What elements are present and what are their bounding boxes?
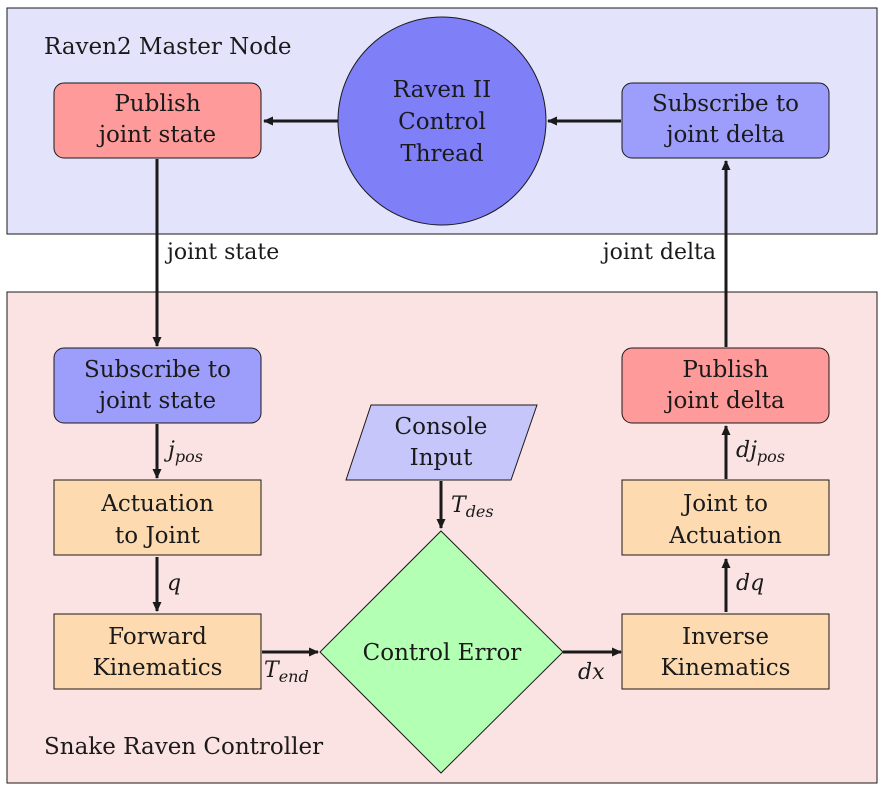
svg-text:Control: Control [398,109,486,135]
svg-text:Control Error: Control Error [363,640,522,666]
joint-to-actuation-node: Joint to Actuation [621,479,830,556]
svg-text:Raven II: Raven II [393,77,491,103]
control-thread-node: Raven II Control Thread [337,16,547,226]
forward-kinematics-node: Forward Kinematics [53,613,262,690]
actuation-to-joint-node: Actuation to Joint [53,479,262,556]
svg-text:Subscribe to: Subscribe to [84,357,231,383]
svg-text:Forward: Forward [108,624,207,650]
svg-text:Input: Input [410,445,473,471]
svg-text:joint state: joint state [96,122,216,148]
console-input-node: Console Input [345,404,538,481]
edge-label-joint-delta: joint delta [600,240,716,265]
svg-text:to Joint: to Joint [115,523,201,549]
edge-label-t-end: Tend [264,658,309,686]
svg-text:Publish: Publish [682,357,769,383]
svg-text:joint delta: joint delta [663,122,785,148]
publish-joint-delta-node: Publish joint delta [621,347,830,424]
svg-text:Inverse: Inverse [682,624,769,650]
publish-joint-state-node: Publish joint state [53,82,262,159]
subscribe-joint-delta-node: Subscribe to joint delta [621,82,830,159]
svg-text:Kinematics: Kinematics [93,655,223,681]
edge-label-dj-pos: djpos [736,438,785,466]
edge-label-dq: dq [736,571,764,596]
svg-text:Actuation: Actuation [668,523,782,549]
inverse-kinematics-node: Inverse Kinematics [621,613,830,690]
svg-text:Thread: Thread [400,141,483,167]
control-error-node: Control Error [319,530,564,774]
svg-text:Console: Console [395,414,488,440]
edge-label-joint-state: joint state [164,240,279,265]
svg-text:Subscribe to: Subscribe to [652,91,799,117]
master-node-label: Raven2 Master Node [44,34,291,60]
svg-text:Publish: Publish [114,91,201,117]
svg-text:Joint to: Joint to [681,491,768,517]
subscribe-joint-state-node: Subscribe to joint state [53,347,262,424]
edge-label-dx: dx [578,660,605,685]
edge-label-q: q [167,571,181,596]
edges [152,116,731,657]
svg-text:Kinematics: Kinematics [661,655,791,681]
svg-text:joint state: joint state [96,388,216,414]
svg-text:joint delta: joint delta [663,388,785,414]
controller-label: Snake Raven Controller [44,734,323,760]
svg-text:Actuation: Actuation [100,491,214,517]
edge-label-t-des: Tdes [451,493,494,521]
